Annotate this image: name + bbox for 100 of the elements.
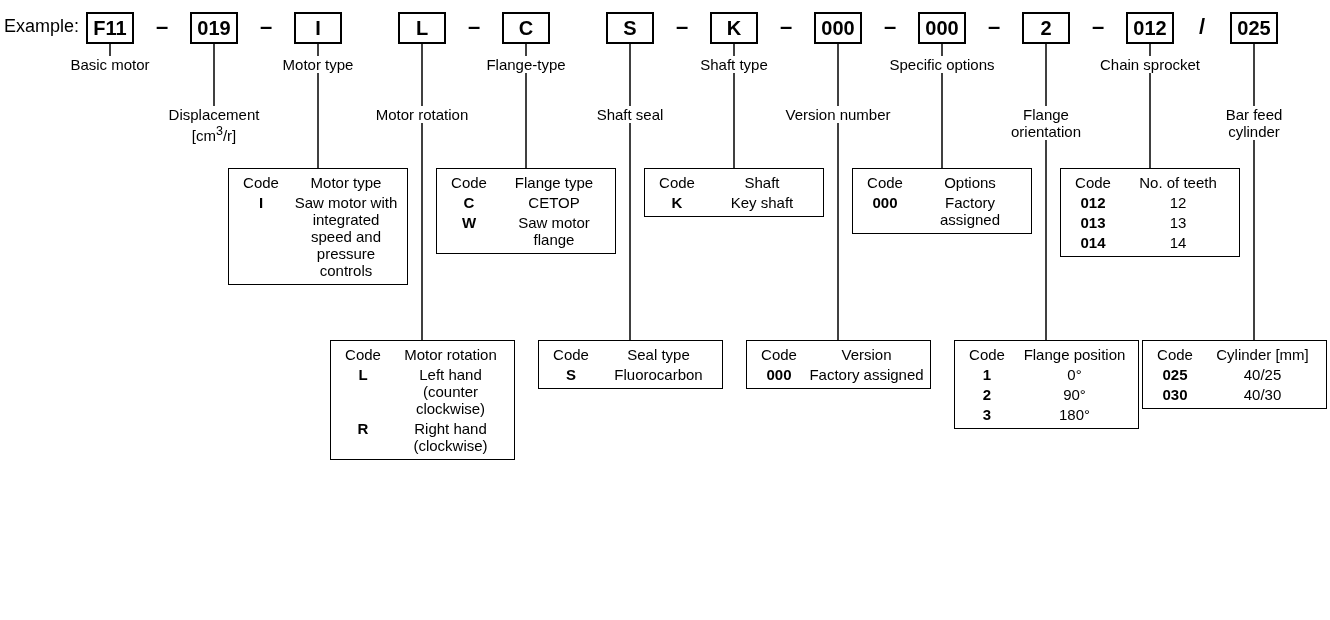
code-value: L: [357, 366, 369, 385]
code-description: 40/25: [1242, 366, 1283, 383]
leader-line: [421, 43, 423, 107]
field-label: Basic motor: [55, 56, 165, 73]
code-value: 2: [981, 386, 993, 403]
code-description: Factory assigned: [809, 366, 924, 383]
code-value: 025: [1161, 366, 1189, 383]
leader-line: [941, 72, 943, 169]
column-header: Code: [658, 174, 696, 191]
code-value: C: [462, 194, 476, 211]
separator-mark: –: [778, 14, 794, 40]
code-value: W: [460, 214, 478, 233]
column-header: Code: [1074, 174, 1112, 191]
code-value: S: [565, 366, 577, 383]
field-label: Motor rotation: [367, 106, 477, 123]
code-box: I: [294, 12, 342, 44]
code-description: 180°: [1058, 406, 1091, 423]
code-value: 000: [765, 366, 793, 383]
column-header: Code: [968, 346, 1006, 363]
code-value: 1: [981, 366, 993, 383]
leader-line: [733, 72, 735, 169]
code-value: 014: [1079, 234, 1107, 251]
code-box: 019: [190, 12, 238, 44]
code-box: 012: [1126, 12, 1174, 44]
code-description: 40/30: [1242, 386, 1283, 403]
leader-line: [629, 122, 631, 341]
column-header: Cylinder [mm]: [1215, 346, 1310, 363]
code-value: 013: [1079, 214, 1107, 231]
leader-line: [421, 122, 423, 341]
code-description: 0°: [1066, 366, 1083, 383]
leader-line: [733, 43, 735, 57]
code-value: K: [670, 194, 684, 211]
code-description: CETOP: [527, 194, 581, 211]
code-table: [436, 168, 616, 254]
field-label: Flange orientation: [991, 106, 1101, 140]
column-header: Motor type: [309, 174, 383, 191]
column-header: No. of teeth: [1138, 174, 1218, 191]
leader-line: [1253, 43, 1255, 107]
code-table: [1142, 340, 1327, 409]
code-description: 12: [1168, 194, 1188, 211]
separator-mark: –: [154, 14, 170, 40]
code-value: 000: [871, 194, 899, 213]
field-label: Displacement [cm$^{3}$/r]: [159, 106, 269, 144]
field-label: Bar feed cylinder: [1199, 106, 1309, 140]
code-value: R: [356, 420, 370, 439]
field-label: Shaft type: [679, 56, 789, 73]
separator-mark: /: [1197, 14, 1207, 40]
column-header: Options: [943, 174, 997, 191]
code-description: Right hand (clockwise): [412, 420, 489, 454]
column-header: Code: [450, 174, 488, 191]
leader-line: [1253, 139, 1255, 341]
code-description: Factory assigned: [938, 194, 1001, 228]
column-header: Code: [760, 346, 798, 363]
column-header: Code: [242, 174, 280, 191]
code-table: [746, 340, 931, 389]
column-header: Version: [840, 346, 893, 363]
example-label: Example:: [4, 16, 81, 37]
field-label: Motor type: [263, 56, 373, 73]
leader-line: [317, 72, 319, 169]
code-box: 000: [918, 12, 966, 44]
column-header: Code: [1156, 346, 1194, 363]
code-box: C: [502, 12, 550, 44]
column-header: Flange type: [513, 174, 595, 191]
code-description: Key shaft: [729, 194, 795, 211]
code-description: Saw motor with integrated speed and pressure controls: [293, 194, 399, 279]
separator-mark: –: [674, 14, 690, 40]
code-box: S: [606, 12, 654, 44]
field-label: Flange-type: [471, 56, 581, 73]
leader-line: [317, 43, 319, 57]
leader-line: [941, 43, 943, 57]
code-table: [954, 340, 1139, 429]
column-header: Code: [552, 346, 590, 363]
leader-line: [1045, 43, 1047, 107]
column-header: Shaft: [743, 174, 781, 191]
leader-line: [109, 43, 111, 57]
leader-line: [837, 43, 839, 107]
leader-line: [1149, 72, 1151, 169]
field-label: Shaft seal: [575, 106, 685, 123]
code-value: 3: [981, 406, 993, 423]
code-table: [1060, 168, 1240, 257]
code-description: Fluorocarbon: [613, 366, 704, 383]
field-label: Specific options: [887, 56, 997, 73]
code-box: K: [710, 12, 758, 44]
column-header: Seal type: [626, 346, 691, 363]
code-value: 012: [1079, 194, 1107, 211]
code-box: F11: [86, 12, 134, 44]
code-value: I: [257, 194, 265, 213]
separator-mark: –: [882, 14, 898, 40]
separator-mark: –: [466, 14, 482, 40]
leader-line: [837, 122, 839, 341]
leader-line: [525, 72, 527, 169]
code-box: 025: [1230, 12, 1278, 44]
separator-mark: –: [258, 14, 274, 40]
code-value: 030: [1161, 386, 1189, 403]
separator-mark: –: [986, 14, 1002, 40]
column-header: Motor rotation: [403, 346, 498, 363]
code-description: Left hand (counter clockwise): [414, 366, 487, 417]
separator-mark: –: [1090, 14, 1106, 40]
leader-line: [213, 43, 215, 107]
code-box: 2: [1022, 12, 1070, 44]
